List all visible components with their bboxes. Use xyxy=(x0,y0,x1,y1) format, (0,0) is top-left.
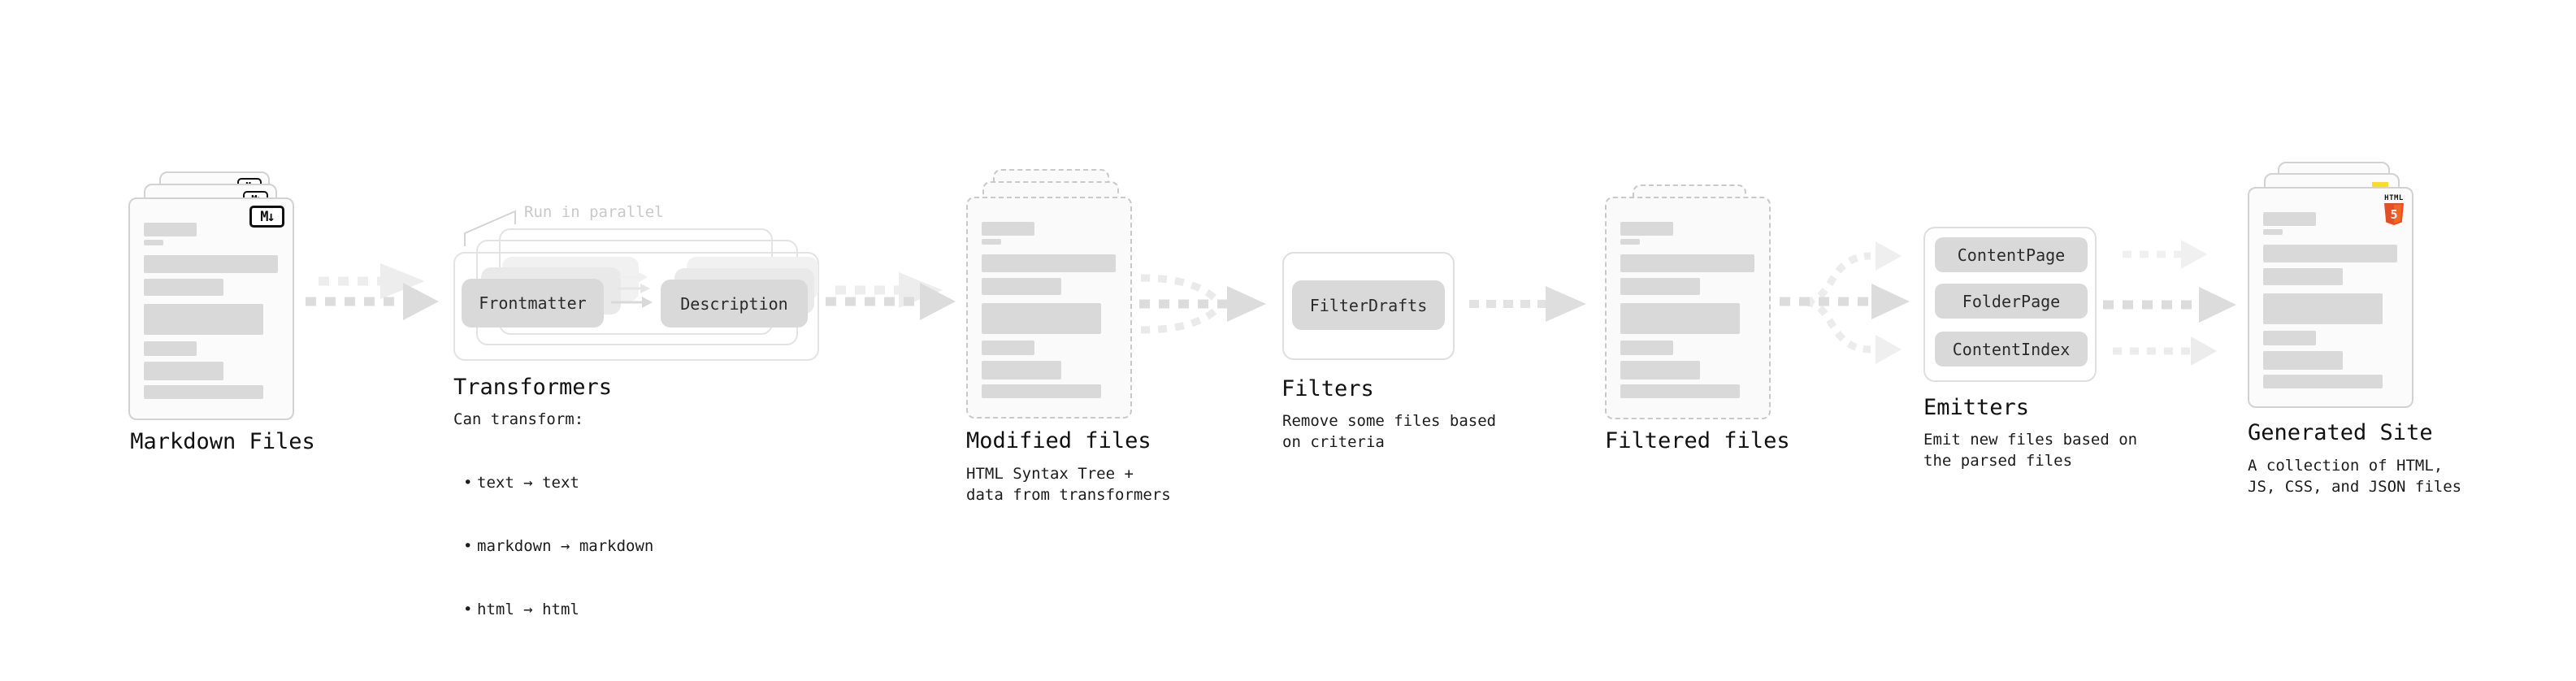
doc-placeholder-lines xyxy=(968,198,1130,398)
modified-files-desc-line2: data from transformers xyxy=(966,486,1171,504)
html5-icon: HTML 5 xyxy=(2383,195,2405,225)
filters-desc-line2: on criteria xyxy=(1282,433,1385,451)
generated-site-desc-line2: JS, CSS, and JSON files xyxy=(2248,478,2462,496)
modified-file-card-front xyxy=(966,197,1132,419)
bullet-text: text → text xyxy=(477,474,579,492)
markdown-files-label: Markdown Files xyxy=(130,429,315,454)
bullet-marker: • xyxy=(463,474,473,492)
contentpage-pill: ContentPage xyxy=(1935,237,2088,272)
contentindex-pill: ContentIndex xyxy=(1935,332,2088,367)
filterdrafts-pill: FilterDrafts xyxy=(1292,280,1445,330)
filters-desc-line1: Remove some files based xyxy=(1282,412,1497,430)
generated-site-desc-line1: A collection of HTML, xyxy=(2248,457,2444,475)
markdown-file-icon: M↓ xyxy=(249,206,284,228)
transformers-desc-title: Can transform: xyxy=(453,410,584,428)
doc-placeholder-lines xyxy=(2249,189,2412,388)
modified-files-desc-line1: HTML Syntax Tree + xyxy=(966,465,1134,483)
generated-site-label: Generated Site xyxy=(2248,420,2433,445)
markdown-file-card-front: M↓ xyxy=(128,197,294,420)
filtered-file-card-front xyxy=(1605,197,1771,419)
transformer-box-front xyxy=(453,252,819,361)
filtered-files-label: Filtered files xyxy=(1605,428,1790,453)
bullet-marker: • xyxy=(463,537,473,555)
arrow-transformers-to-modified xyxy=(826,272,956,320)
arrow-markdown-to-transformers xyxy=(306,263,439,320)
svg-text:5: 5 xyxy=(2390,207,2397,222)
filters-label: Filters xyxy=(1281,376,1374,401)
arrow-emitters-to-generated xyxy=(2103,240,2236,366)
frontmatter-pill: Frontmatter xyxy=(462,279,604,327)
arrow-filtered-to-emitters xyxy=(1780,241,1910,364)
doc-placeholder-lines xyxy=(1607,198,1769,398)
folderpage-pill: FolderPage xyxy=(1935,284,2088,319)
emitters-desc-line2: the parsed files xyxy=(1923,452,2073,470)
generated-file-card-front: HTML 5 xyxy=(2248,187,2413,408)
transformers-bullets: •text → text •markdown → markdown •html … xyxy=(453,430,653,662)
transformers-label: Transformers xyxy=(453,375,613,400)
run-in-parallel-annotation: Run in parallel xyxy=(524,203,664,221)
bullet-marker: • xyxy=(463,601,473,618)
emitters-desc-line1: Emit new files based on xyxy=(1923,431,2138,449)
doc-placeholder-lines xyxy=(130,199,293,399)
arrow-filters-to-filtered xyxy=(1469,286,1586,322)
bullet-text: html → html xyxy=(477,601,579,618)
emitters-label: Emitters xyxy=(1923,395,2030,420)
bullet-text: markdown → markdown xyxy=(477,537,654,555)
arrow-modified-to-filters xyxy=(1139,274,1266,334)
description-pill: Description xyxy=(661,280,808,327)
modified-files-label: Modified files xyxy=(966,428,1151,453)
